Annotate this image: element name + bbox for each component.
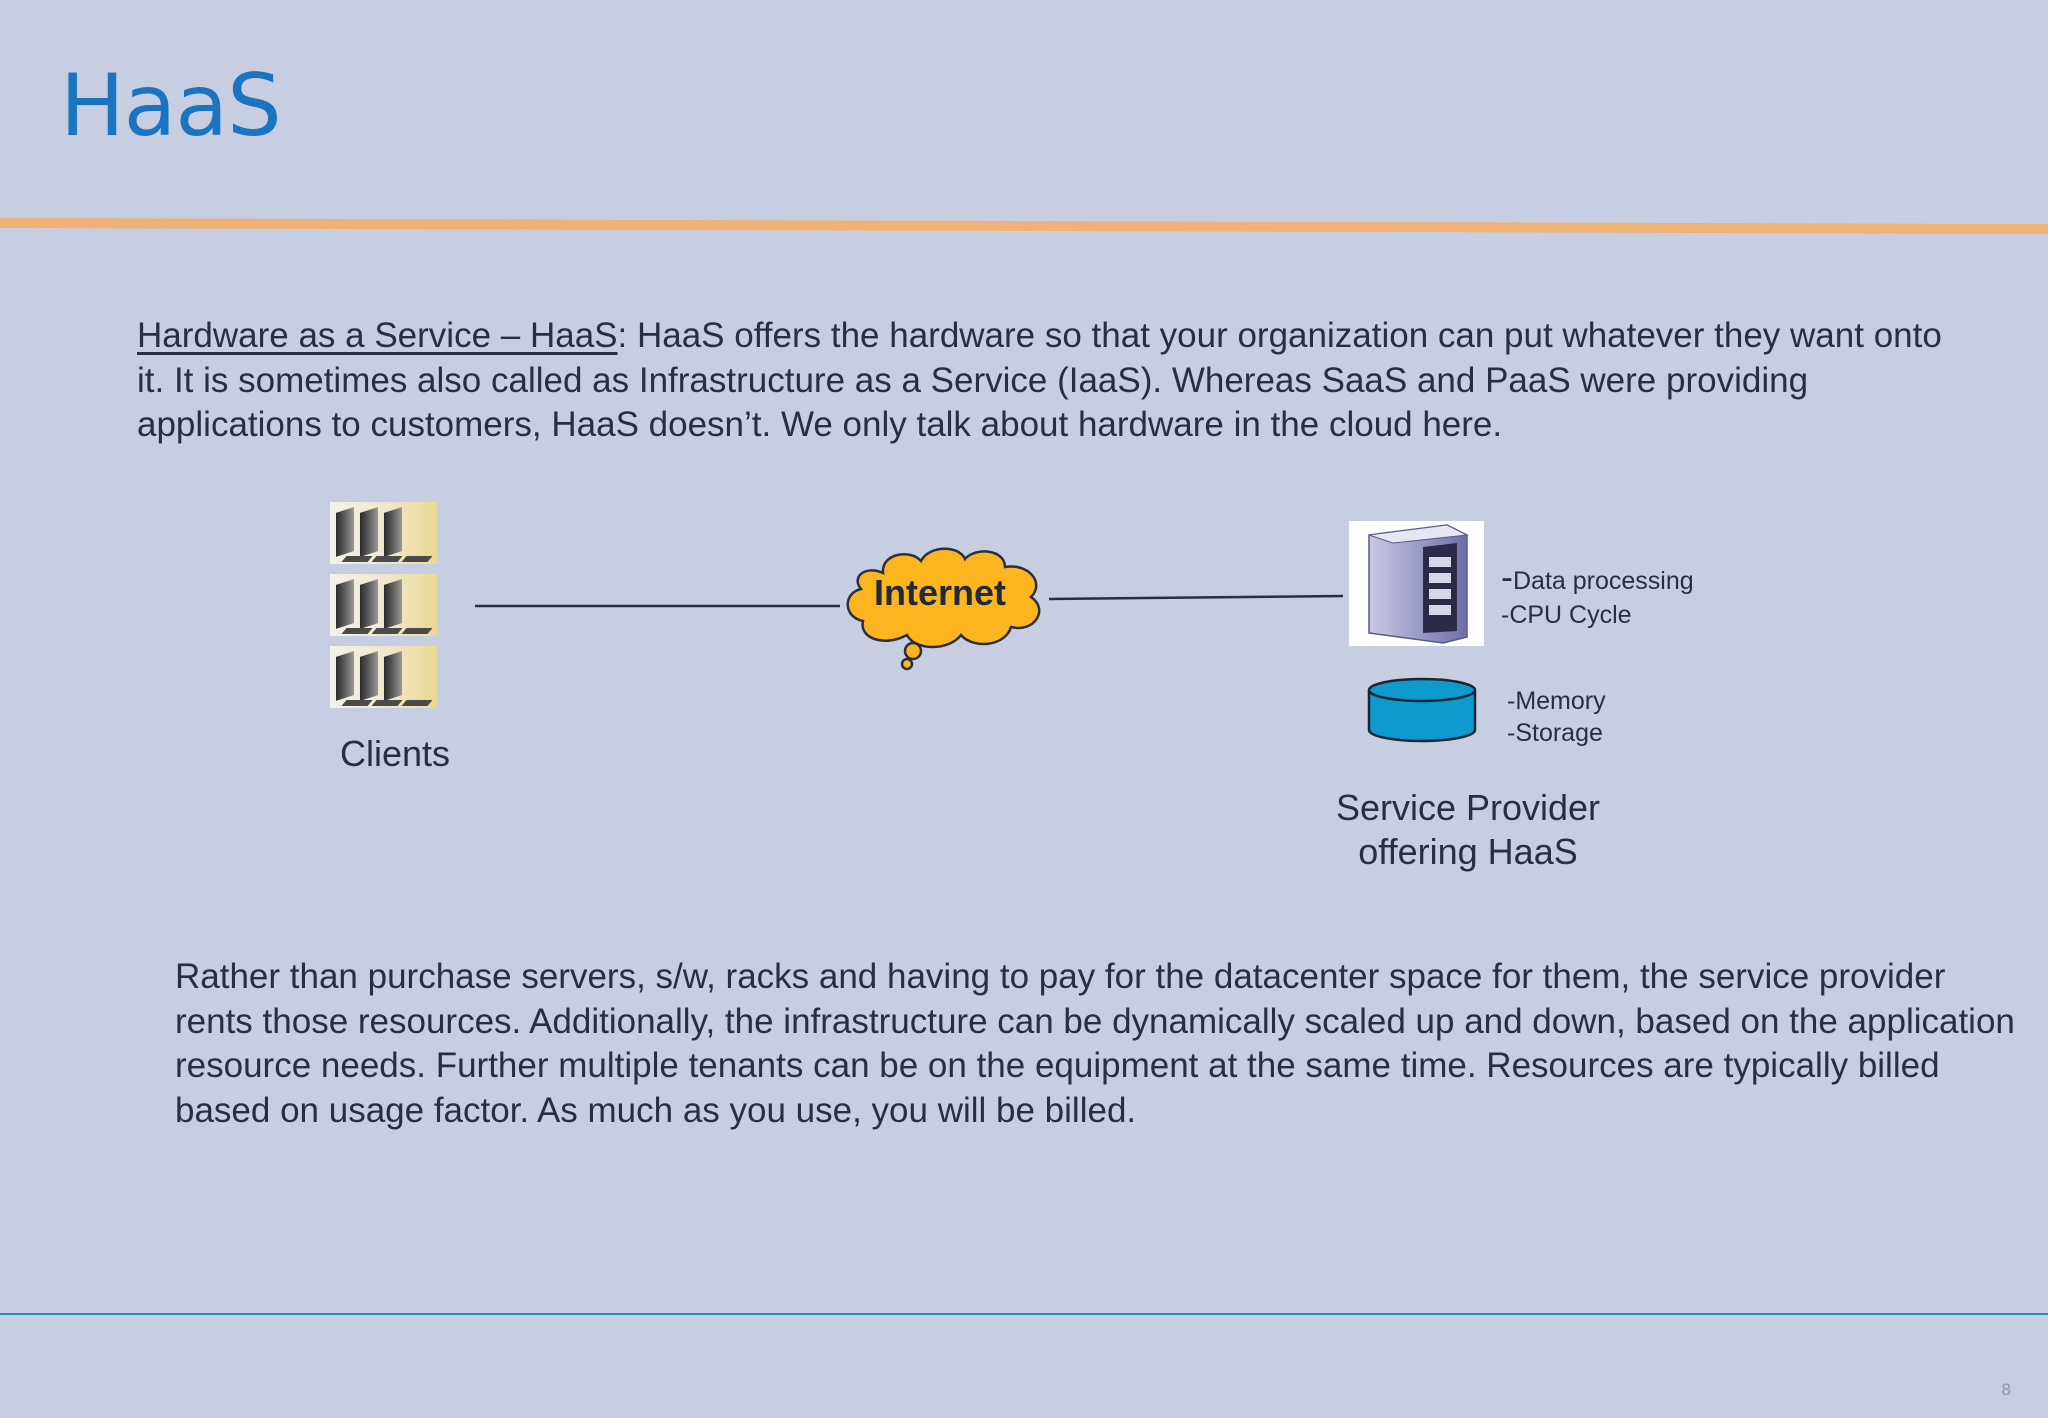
intro-text: : HaaS offers the hardware so that your … — [137, 316, 1942, 444]
summary-paragraph: Rather than purchase servers, s/w, racks… — [175, 957, 2015, 1130]
connector-lines — [475, 594, 1344, 608]
page-number: 8 — [2001, 1380, 2011, 1399]
feature-data-processing: Data processing — [1513, 567, 1694, 595]
haas-term: Hardware as a Service – HaaS — [137, 316, 618, 355]
footer-divider — [0, 1313, 2048, 1315]
storage-features: -Memory -Storage — [1507, 685, 1606, 749]
client-computers-icon — [330, 646, 437, 708]
feature-storage: -Storage — [1507, 719, 1603, 747]
database-icon — [1367, 677, 1477, 743]
feature-memory: -Memory — [1507, 687, 1606, 715]
client-computers-icon — [330, 502, 437, 564]
client-computers-icon — [330, 574, 437, 636]
server-icon — [1349, 521, 1484, 646]
orange-divider — [0, 218, 2048, 234]
slide-title: HaaS — [60, 56, 282, 156]
provider-label-line2: offering HaaS — [1358, 831, 1578, 872]
clients-label: Clients — [340, 733, 451, 774]
internet-cloud-icon — [846, 547, 1041, 671]
intro-paragraph: Hardware as a Service – HaaS: HaaS offer… — [137, 314, 1977, 448]
connector-internet-provider — [1048, 594, 1344, 601]
internet-label: Internet — [873, 572, 1006, 613]
server-features: -Data processing -CPU Cycle — [1501, 559, 1694, 632]
provider-label-line1: Service Provider — [1335, 787, 1601, 828]
feature-dash: - — [1501, 556, 1513, 597]
feature-cpu-cycle: -CPU Cycle — [1501, 601, 1632, 629]
